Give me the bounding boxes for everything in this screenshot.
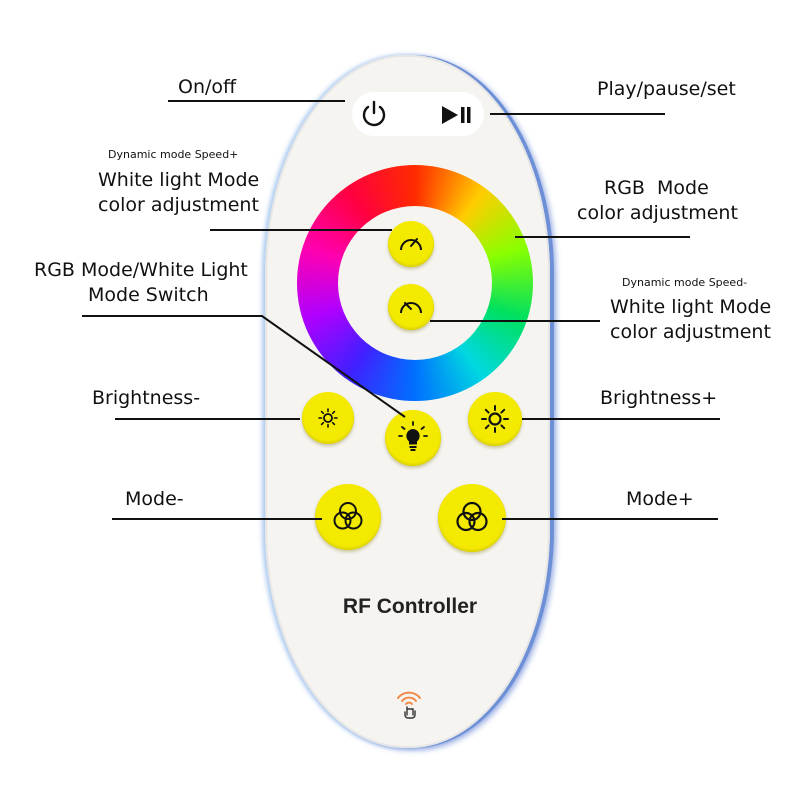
label-rgb-mode-line1: RGB Mode	[604, 177, 709, 199]
label-mode-minus: Mode-	[125, 488, 184, 510]
label-white-adj-right-line2: color adjustment	[610, 321, 771, 343]
speed-down-gauge-icon	[396, 292, 426, 322]
label-on-off: On/off	[178, 76, 237, 98]
label-mode-switch-line1: RGB Mode/White Light	[34, 259, 248, 281]
label-mode-switch-line2: Mode Switch	[88, 284, 209, 306]
mode-plus-button[interactable]	[438, 484, 506, 552]
mode-minus-button[interactable]	[315, 484, 381, 550]
sun-large-icon	[479, 403, 511, 435]
label-speed-plus-note: Dynamic mode Speed+	[108, 148, 239, 161]
label-speed-minus-note: Dynamic mode Speed-	[622, 276, 748, 289]
play-pause-icon[interactable]	[440, 104, 474, 126]
power-icon[interactable]	[358, 98, 390, 130]
label-mode-plus: Mode+	[626, 488, 694, 510]
speed-up-button[interactable]	[388, 221, 434, 267]
rgb-circles-icon	[330, 499, 366, 535]
label-brightness-plus: Brightness+	[600, 387, 718, 409]
label-brightness-minus: Brightness-	[92, 387, 201, 409]
wireless-touch-icon	[392, 688, 426, 722]
brightness-minus-button[interactable]	[302, 392, 354, 444]
label-rgb-mode-line2: color adjustment	[577, 202, 738, 224]
label-play-pause-set: Play/pause/set	[597, 78, 736, 100]
bulb-icon	[397, 420, 429, 456]
brightness-plus-button[interactable]	[468, 392, 522, 446]
speed-up-gauge-icon	[396, 229, 426, 259]
sun-small-icon	[316, 406, 340, 430]
leader-line-mode-switch	[82, 315, 406, 418]
label-white-adj-left-line1: White light Mode	[98, 169, 260, 191]
brand-label: RF Controller	[342, 595, 478, 618]
rgb-circles-icon	[453, 499, 491, 537]
speed-down-button[interactable]	[388, 284, 434, 330]
label-white-adj-right-line1: White light Mode	[610, 296, 772, 318]
label-white-adj-left-line2: color adjustment	[98, 194, 259, 216]
